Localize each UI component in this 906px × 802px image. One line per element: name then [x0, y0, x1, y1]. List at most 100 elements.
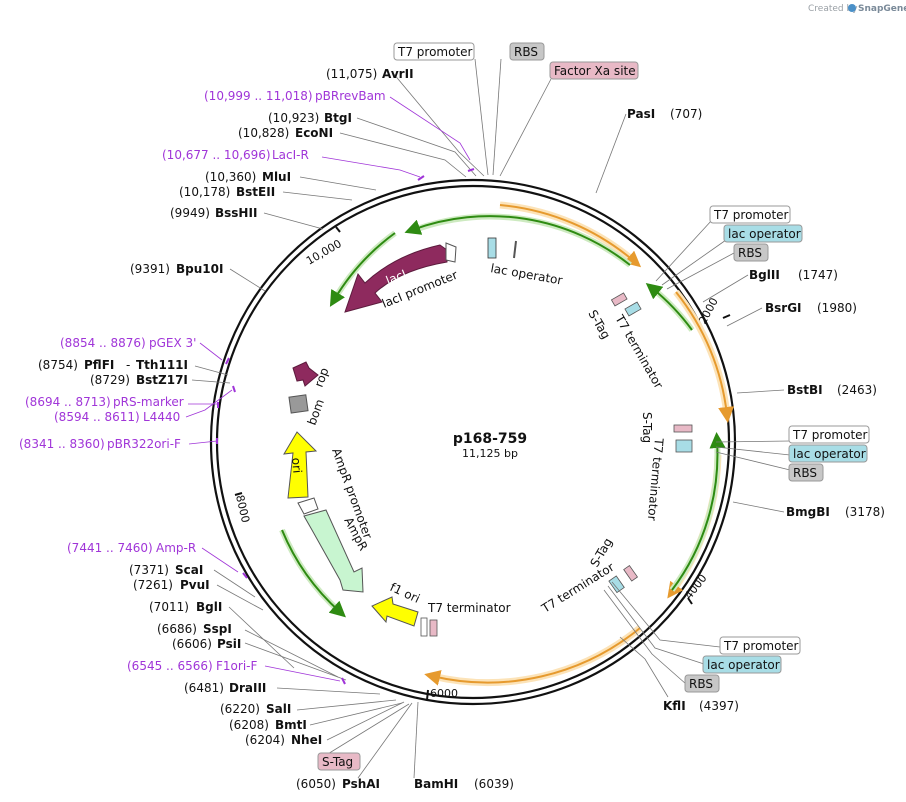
green-arc-4 [671, 432, 726, 591]
site-name-bmgbi: BmgBI [786, 505, 830, 519]
site-name-tth111i: Tth111I [136, 358, 188, 372]
ampr-feature [303, 509, 364, 593]
site-name-sali: SalI [266, 702, 291, 716]
site-sep-pflfi: - [126, 358, 130, 372]
site-pos-bstz17i: (8729) [90, 373, 130, 387]
primer-name-f1ori-f: F1ori-F [216, 659, 257, 673]
site-pos-bglii: (1747) [798, 268, 838, 282]
site-pos-sspi: (6686) [157, 622, 197, 636]
box-factor-xa: Factor Xa site [554, 64, 636, 78]
primer-labels: (10,999 .. 11,018) pBRrevBam (10,677 .. … [19, 89, 386, 673]
primer-marks [216, 168, 475, 685]
tick-4000 [687, 597, 693, 605]
primer-name-pbr322ori-f: pBR322ori-F [107, 437, 181, 451]
site-pos-sali: (6220) [220, 702, 260, 716]
lac-operator-top [487, 237, 497, 259]
box-lac-operator-r3: lac operator [707, 658, 780, 672]
site-name-bamhi: BamHI [414, 777, 458, 791]
site-name-bgli: BglI [196, 600, 222, 614]
primer-range-prs-marker: (8694 .. 8713) [25, 395, 111, 409]
green-arc-1 [404, 215, 631, 266]
tick-10000 [335, 226, 341, 233]
plasmid-name: p168-759 [453, 431, 527, 447]
site-pos-bamhi: (6039) [474, 777, 514, 791]
site-pos-bsshii: (9949) [170, 206, 210, 220]
primer-range-f1ori-f: (6545 .. 6566) [127, 659, 213, 673]
label-t7term-1: T7 terminator [612, 312, 666, 391]
site-name-pshai: PshAI [342, 777, 380, 791]
t7term-4-feature [420, 617, 428, 637]
operator-3-feature [608, 575, 625, 594]
rop-feature [292, 361, 319, 387]
primer-range-pbr322ori-f: (8341 .. 8360) [19, 437, 105, 451]
primer-name-prs-marker: pRS-marker [113, 395, 184, 409]
box-t7-promoter-r2: T7 promoter [792, 428, 868, 442]
site-name-btgi: BtgI [324, 111, 352, 125]
site-pos-draiii: (6481) [184, 681, 224, 695]
site-pos-avrii: (11,075) [326, 67, 377, 81]
green-arc-4-halo [669, 439, 721, 592]
operator-1-feature [624, 301, 642, 317]
site-name-pvui: PvuI [180, 578, 210, 592]
site-name-bsshii: BssHII [215, 206, 257, 220]
rbs-top-mark [513, 240, 517, 259]
site-name-scai: ScaI [175, 563, 203, 577]
site-name-draiii: DraIII [229, 681, 266, 695]
site-pos-bstbi: (2463) [837, 383, 877, 397]
primer-range-amp-r: (7441 .. 7460) [67, 541, 153, 555]
site-pos-pasi: (707) [670, 107, 702, 121]
box-rbs-r2: RBS [793, 466, 817, 480]
stag-3-feature [623, 564, 639, 582]
site-pos-pshai: (6050) [296, 777, 336, 791]
site-name-avrii: AvrII [382, 67, 414, 81]
restriction-site-labels: PasI (707) BglII (1747) BsrGI (1980) Bst… [38, 67, 885, 791]
site-name-bsteii: BstEII [236, 185, 275, 199]
site-name-bsrgi: BsrGI [765, 301, 802, 315]
stag-4-feature [429, 619, 438, 637]
orange-arc-1 [499, 204, 642, 268]
box-stag-bottom: S-Tag [322, 755, 353, 769]
site-pos-mlui: (10,360) [205, 170, 256, 184]
site-name-econi: EcoNI [295, 126, 333, 140]
site-pos-nhei: (6204) [245, 733, 285, 747]
primer-range-laci-r: (10,677 .. 10,696) [162, 148, 271, 162]
site-pos-pvui: (7261) [133, 578, 173, 592]
tick-label-8000: 8000 [233, 494, 252, 524]
site-pos-scai: (7371) [129, 563, 169, 577]
label-stag-2: S-Tag [640, 412, 654, 443]
site-pos-kfli: (4397) [699, 699, 739, 713]
green-arc-3 [645, 282, 693, 331]
site-name-pasi: PasI [627, 107, 655, 121]
stag-2-feature [673, 424, 693, 433]
site-name-mlui: MluI [262, 170, 291, 184]
tick-8000 [234, 492, 243, 496]
bom-feature [288, 394, 309, 414]
lacI-promoter-feature [445, 242, 457, 263]
boxed-feature-labels: T7 promoter RBS Factor Xa site T7 promot… [317, 42, 870, 771]
tick-label-10000: 10,000 [304, 237, 344, 268]
label-t7term-2: T7 terminator [645, 437, 666, 522]
green-arc-2 [329, 232, 396, 307]
site-pos-econi: (10,828) [238, 126, 289, 140]
site-pos-pflfi: (8754) [38, 358, 78, 372]
ori-feature [283, 431, 318, 499]
box-t7-promoter-r1: T7 promoter [713, 208, 789, 222]
leader-lines [191, 58, 791, 779]
primer-name-pbrrevbam: pBRrevBam [315, 89, 386, 103]
credit-prefix: Created by [808, 4, 858, 14]
primer-range-l4440: (8594 .. 8611) [54, 410, 140, 424]
primer-leader-lines [185, 96, 471, 682]
site-pos-bsteii: (10,178) [179, 185, 230, 199]
box-rbs-r3: RBS [689, 677, 713, 691]
label-t7term-4: T7 terminator [427, 601, 511, 615]
box-t7-promoter-r3: T7 promoter [723, 639, 799, 653]
site-name-kfli: KflI [663, 699, 686, 713]
label-t7term-3: T7 terminator [538, 560, 616, 616]
site-name-bstz17i: BstZ17I [136, 373, 188, 387]
site-name-psii: PsiI [217, 637, 241, 651]
primer-range-pbrrevbam: (10,999 .. 11,018) [204, 89, 313, 103]
label-ori: ori [289, 457, 304, 474]
site-pos-btgi: (10,923) [268, 111, 319, 125]
plasmid-size: 11,125 bp [462, 447, 518, 460]
